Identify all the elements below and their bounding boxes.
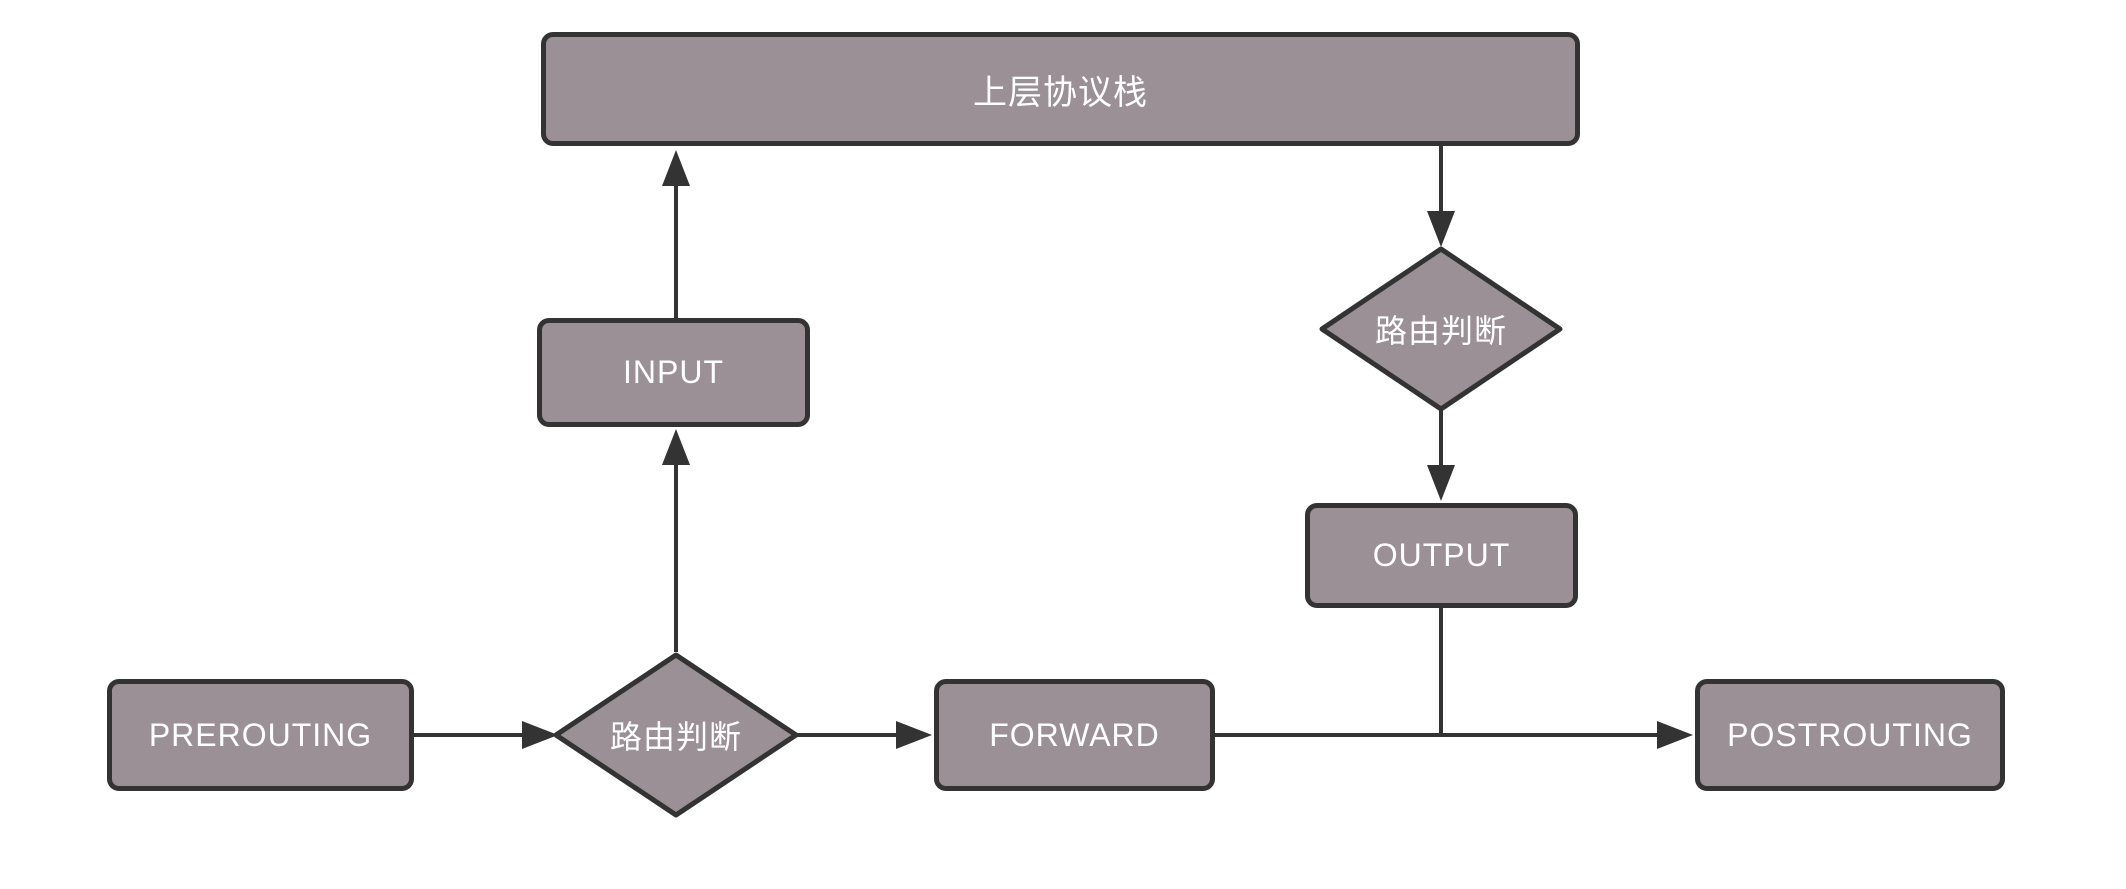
node-input: INPUT — [537, 318, 810, 427]
node-output: OUTPUT — [1305, 503, 1578, 608]
node-forward-label: FORWARD — [989, 716, 1160, 753]
node-postrouting-label: POSTROUTING — [1727, 716, 1973, 753]
arrowhead-up-icon — [662, 429, 690, 465]
arrowhead-right-icon — [1657, 721, 1693, 749]
node-upper-protocol-stack-label: 上层协议栈 — [973, 73, 1148, 112]
arrowhead-down-icon — [1427, 465, 1455, 501]
node-routing-decision-upper — [1319, 246, 1563, 412]
node-postrouting: POSTROUTING — [1695, 679, 2005, 791]
node-routing-decision-upper-label: 路由判断 — [1374, 313, 1507, 349]
arrowhead-down-icon — [1427, 211, 1455, 247]
node-input-label: INPUT — [623, 354, 724, 390]
node-upper-protocol-stack: 上层协议栈 — [541, 32, 1580, 146]
arrowhead-right-icon — [522, 721, 558, 749]
node-prerouting-label: PREROUTING — [148, 716, 373, 753]
arrowhead-up-icon — [662, 150, 690, 186]
node-output-label: OUTPUT — [1372, 537, 1511, 573]
node-routing-decision-lower — [553, 652, 799, 818]
arrowhead-right-icon — [896, 721, 932, 749]
node-forward: FORWARD — [934, 679, 1215, 791]
node-routing-decision-lower-label: 路由判断 — [609, 719, 742, 755]
node-prerouting: PREROUTING — [107, 679, 414, 791]
